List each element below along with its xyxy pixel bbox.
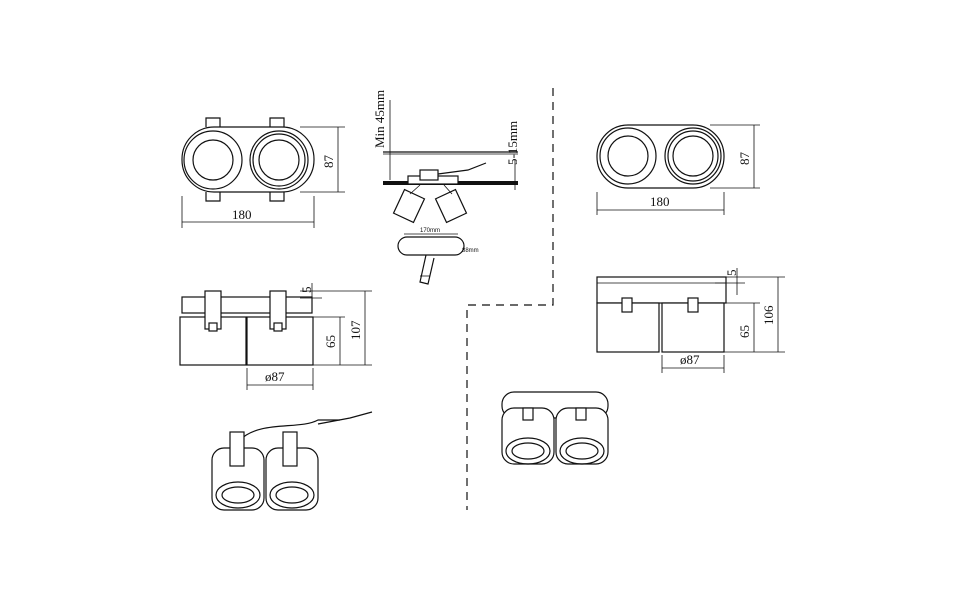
recessed-side-view: 5 107 65 ø87 — [179, 283, 372, 390]
surface-width-label: 180 — [650, 194, 670, 209]
surface-height-label: 87 — [737, 152, 752, 166]
surface-top-view: 180 87 — [596, 124, 760, 215]
section-divider — [466, 88, 554, 510]
cutout-side-label: 88mm — [462, 248, 479, 254]
cutout-label: 170mm — [420, 228, 440, 234]
recessed-width-label: 180 — [232, 207, 252, 222]
ceiling-thickness-label: 5-15mm — [505, 121, 520, 165]
recessed-side-body-label: 65 — [323, 335, 338, 348]
surface-side-diameter-label: ø87 — [680, 352, 700, 367]
recessed-perspective-view — [211, 411, 373, 511]
recessed-installation-view: Min 45mm 5-15mm 170mm 88mm — [372, 90, 520, 285]
surface-side-top-label: 5 — [724, 270, 739, 277]
surface-side-body-label: 65 — [737, 325, 752, 338]
surface-side-total-label: 106 — [761, 305, 776, 325]
surface-perspective-view — [501, 391, 609, 465]
recessed-side-total-label: 107 — [348, 320, 363, 340]
recessed-side-diameter-label: ø87 — [265, 369, 285, 384]
recessed-height-label: 87 — [321, 155, 336, 169]
cutout-driver — [397, 236, 465, 256]
surface-side-view: 5 106 65 ø87 — [596, 268, 785, 373]
recessed-side-top-label: 5 — [299, 287, 314, 294]
install-depth-label: Min 45mm — [372, 90, 387, 148]
recessed-top-view: 180 87 — [181, 117, 345, 228]
